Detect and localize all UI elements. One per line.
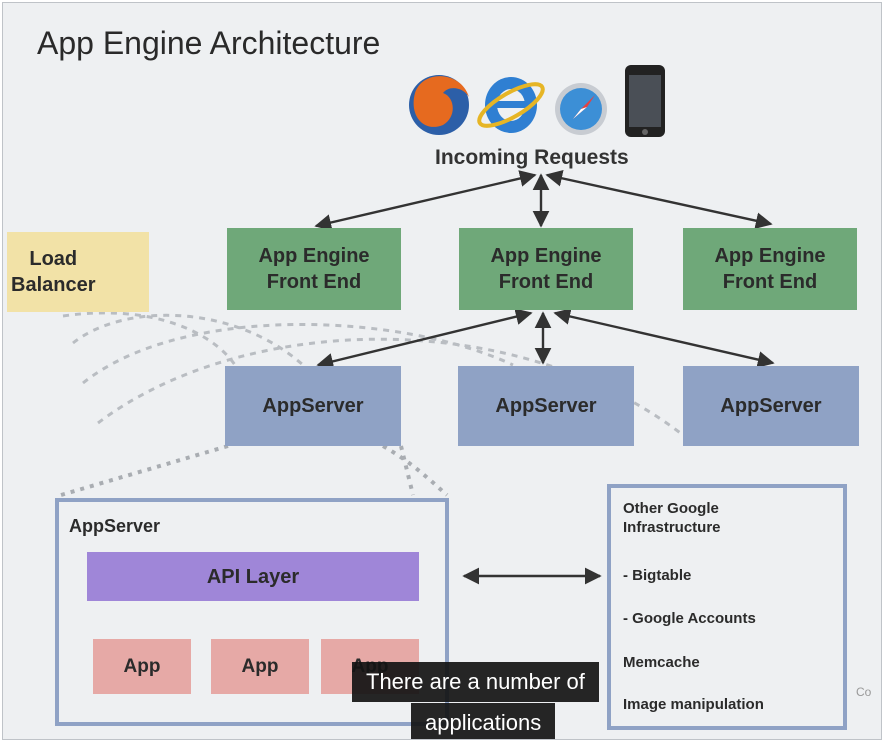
cropped-text: Co <box>856 685 872 699</box>
safari-icon <box>555 83 607 135</box>
front-end-box: App Engine Front End <box>459 228 633 310</box>
front-end-box: App Engine Front End <box>227 228 401 310</box>
app-server-box: AppServer <box>225 366 401 446</box>
app-server-box: AppServer <box>683 366 859 446</box>
app-box: App <box>93 639 191 694</box>
arrow-in-fe3 <box>545 170 773 229</box>
app-server-box: AppServer <box>458 366 634 446</box>
zoom-line-left <box>60 444 229 497</box>
video-caption-line: There are a number of <box>352 662 599 702</box>
appserver-panel-title: AppServer <box>69 516 161 536</box>
internet-explorer-icon <box>477 77 545 133</box>
infrastructure-item: Image manipulation <box>623 696 764 713</box>
video-caption-line: applications <box>411 703 556 739</box>
infrastructure-item: - Google Accounts <box>623 610 756 627</box>
app-box: App <box>211 639 309 694</box>
front-end-box: App Engine Front End <box>683 228 857 310</box>
api-layer-box: API Layer <box>87 552 419 601</box>
incoming-requests-label: Incoming Requests <box>435 146 629 169</box>
arrow-fe-as1 <box>316 308 533 370</box>
infrastructure-heading: Other Google Infrastructure <box>623 500 721 536</box>
arrow-in-fe1 <box>314 170 537 231</box>
google-infrastructure-panel <box>607 484 847 730</box>
infrastructure-item: - Bigtable <box>623 567 692 584</box>
firefox-icon <box>409 75 469 135</box>
load-balancer-label: Load Balancer <box>11 248 96 296</box>
iphone-icon <box>625 65 665 137</box>
client-icons <box>409 65 665 137</box>
slide-title: App Engine Architecture <box>37 25 381 61</box>
lb-link-1 <box>62 311 237 366</box>
lb-link-2 <box>72 313 304 367</box>
zoom-line-right <box>382 444 449 497</box>
zoom-line-mid <box>399 445 415 496</box>
infrastructure-item: Memcache <box>623 654 700 671</box>
arrow-fe-as3 <box>553 308 775 368</box>
load-balancer-box: Load Balancer <box>7 232 149 312</box>
